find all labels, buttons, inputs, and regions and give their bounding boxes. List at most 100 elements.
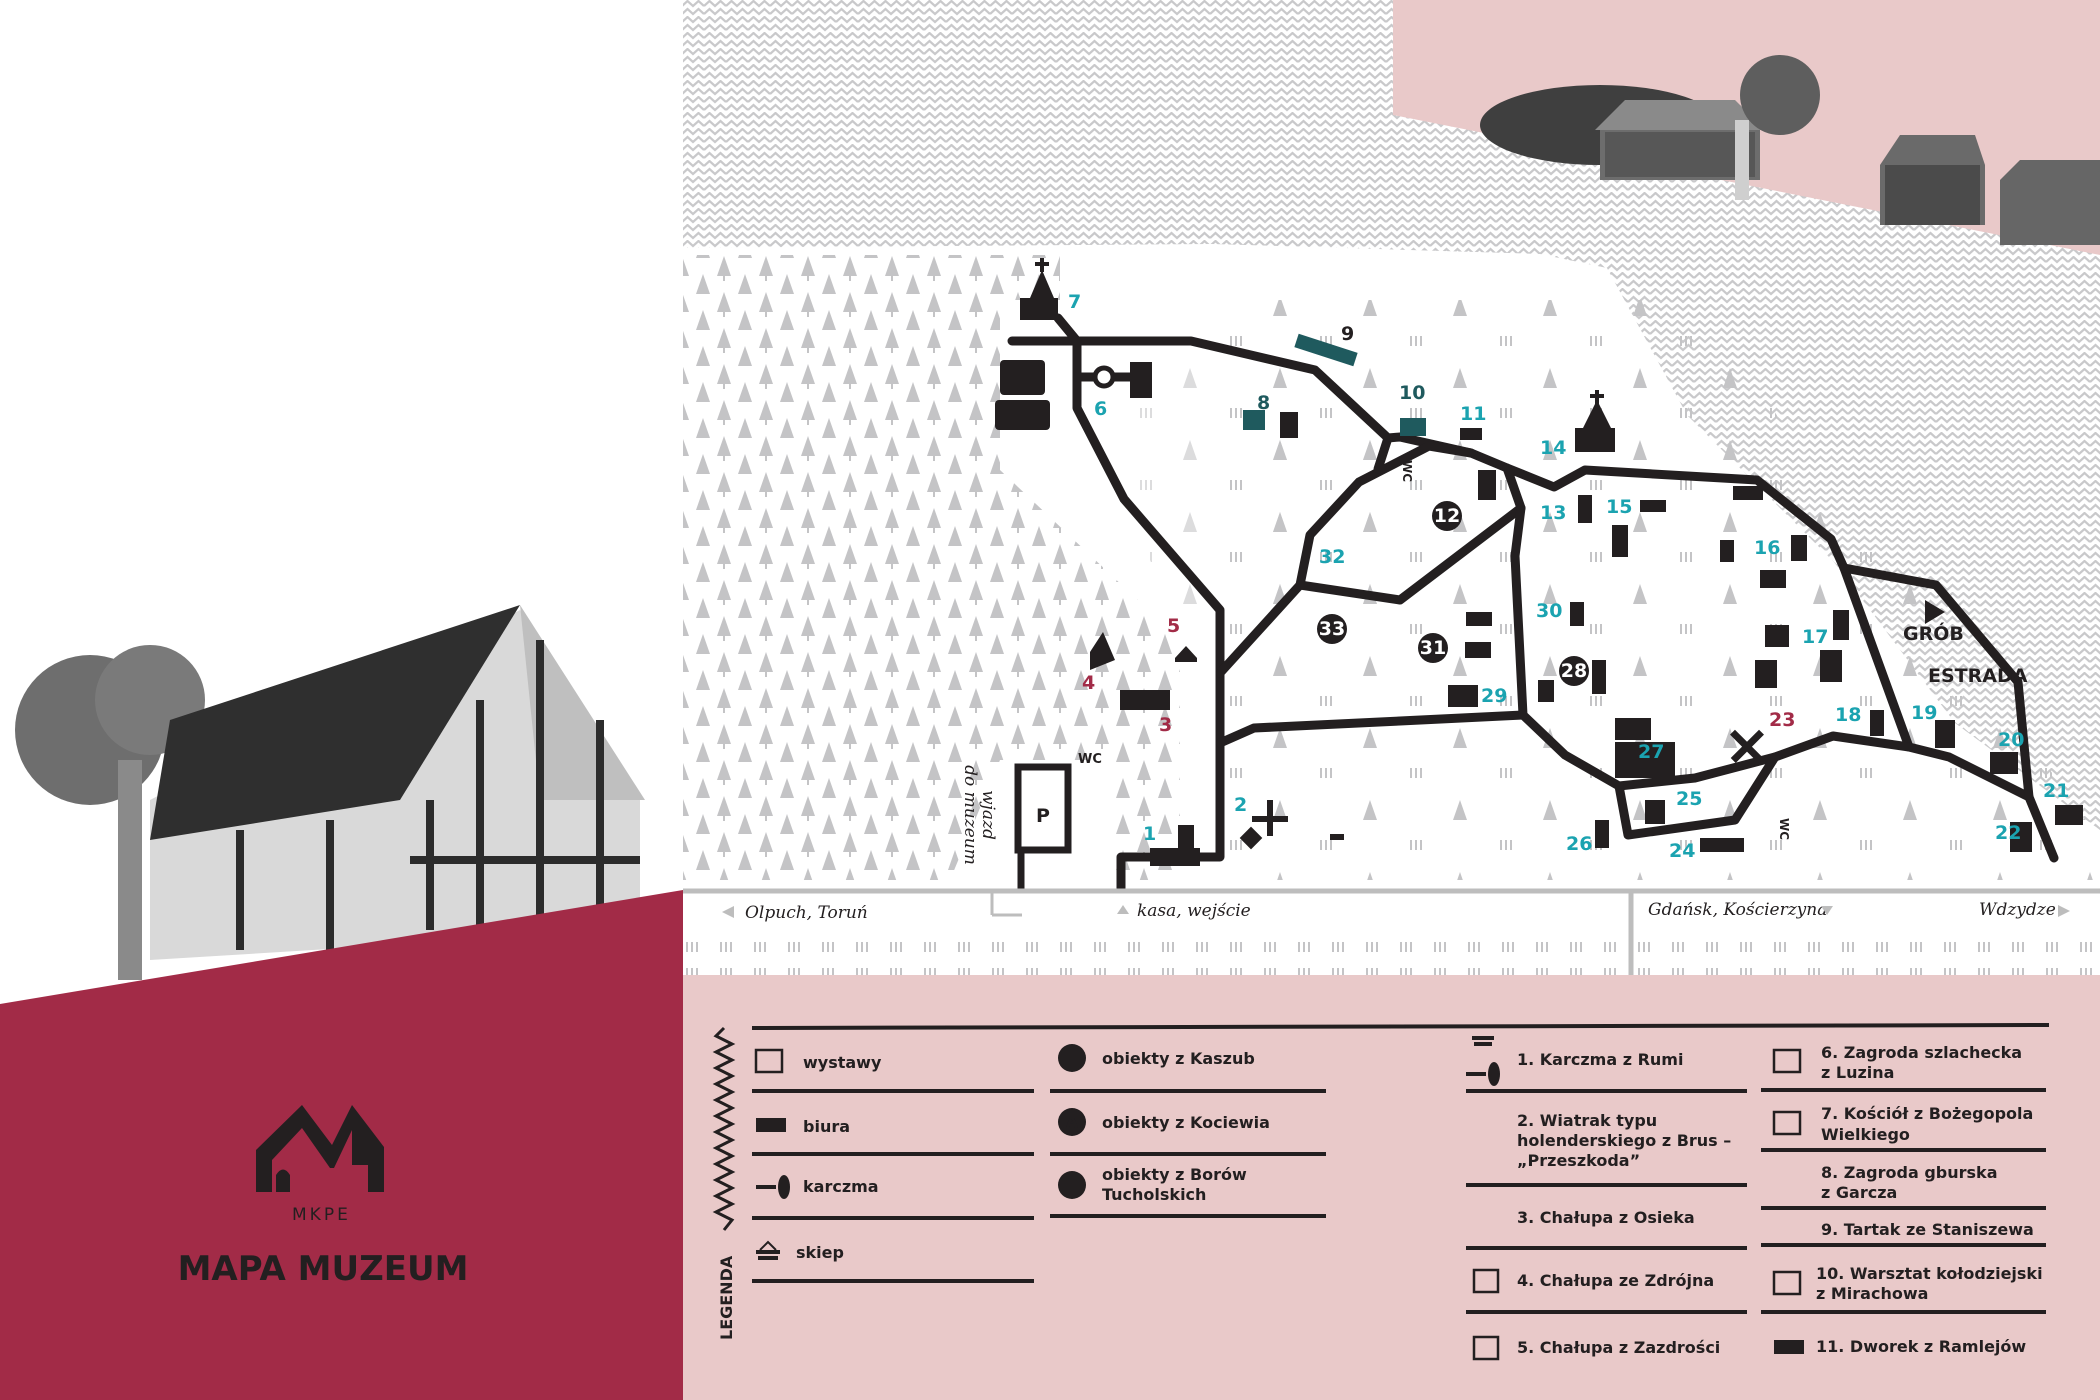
house-icon [1538, 680, 1554, 702]
arrow-left-icon [722, 906, 734, 918]
svg-text:holenderskiego z Brus –: holenderskiego z Brus – [1517, 1131, 1731, 1150]
svg-text:karczma: karczma [803, 1177, 879, 1196]
map-labels: 1 2 3 4 5 6 7 8 9 10 11 13 14 15 16 17 1… [1068, 291, 2069, 862]
legend-item: karczma [756, 1175, 879, 1199]
object-5[interactable]: 5. Chałupa z Zazdrości [1517, 1338, 1720, 1357]
house-icon [1400, 418, 1426, 436]
map-label-22[interactable]: 22 [1995, 822, 2021, 844]
house-icon [1466, 612, 1492, 626]
map-label-18[interactable]: 18 [1835, 704, 1861, 726]
object-1[interactable]: 1. Karczma z Rumi [1517, 1050, 1683, 1069]
arrow-up-icon [1117, 905, 1129, 914]
map-label-12[interactable]: 12 [1434, 505, 1460, 527]
map-label-24[interactable]: 24 [1669, 840, 1695, 862]
house-icon [1460, 428, 1482, 440]
house-icon [1640, 500, 1666, 512]
svg-text:obiekty z Kaszub: obiekty z Kaszub [1102, 1049, 1255, 1068]
legend-item: skiep [756, 1240, 844, 1262]
object-6[interactable]: 6. Zagroda szlachecka [1821, 1043, 2022, 1062]
map-label-27[interactable]: 27 [1638, 741, 1664, 763]
house-icon [1791, 535, 1807, 561]
wc-label: WC [1777, 818, 1791, 840]
house-icon [1615, 718, 1651, 740]
map-label-29[interactable]: 29 [1481, 685, 1507, 707]
arrow-right-icon [2058, 905, 2070, 917]
map-label-21[interactable]: 21 [2043, 780, 2069, 802]
map-label-14[interactable]: 14 [1540, 437, 1566, 459]
map-label-1[interactable]: 1 [1143, 823, 1156, 845]
map-label-11[interactable]: 11 [1460, 403, 1486, 425]
windmill-icon [1239, 800, 1288, 850]
manor-icon [1000, 360, 1045, 395]
map-label-4[interactable]: 4 [1082, 672, 1095, 694]
map-label-26[interactable]: 26 [1566, 833, 1592, 855]
house-icon [1755, 660, 1777, 688]
grave-label: GRÓB [1903, 621, 1964, 645]
road-strip: Olpuch, Toruń kasa, wejście Gdańsk, Kośc… [683, 888, 2100, 975]
svg-text:Wielkiego: Wielkiego [1821, 1125, 1910, 1144]
map-label-2[interactable]: 2 [1234, 794, 1247, 816]
map-label-17[interactable]: 17 [1802, 626, 1828, 648]
logo-text: MKPE [292, 1205, 351, 1225]
map-label-19[interactable]: 19 [1911, 702, 1937, 724]
object-8[interactable]: 8. Zagroda gburska [1821, 1163, 1997, 1182]
svg-text:skiep: skiep [796, 1243, 844, 1262]
mkpe-logo: MKPE [256, 1105, 384, 1225]
map-label-32[interactable]: 32 [1319, 546, 1345, 568]
map-label-20[interactable]: 20 [1998, 729, 2024, 751]
house-icon [1760, 570, 1786, 588]
object-4[interactable]: 4. Chałupa ze Zdrójna [1517, 1271, 1714, 1290]
map-label-5[interactable]: 5 [1167, 615, 1180, 637]
map-label-13[interactable]: 13 [1540, 502, 1566, 524]
legend-regions: obiekty z Kaszub A obiekty z Kociewia ob… [1050, 1044, 1326, 1218]
object-2[interactable]: 2. Wiatrak typu [1517, 1111, 1657, 1130]
page-title: MAPA MUZEUM [178, 1249, 469, 1289]
map-label-25[interactable]: 25 [1676, 788, 1702, 810]
tavern-building-icon [1150, 848, 1200, 866]
well-icon [1092, 365, 1116, 389]
parking-area: P [1014, 763, 1072, 890]
map-label-8[interactable]: 8 [1257, 392, 1270, 414]
house-icon [1765, 625, 1789, 647]
house-icon [1280, 412, 1298, 438]
office-icon [756, 1118, 786, 1132]
svg-text:z Luzina: z Luzina [1821, 1063, 1894, 1082]
map-label-23[interactable]: 23 [1769, 709, 1795, 731]
house-icon [1615, 742, 1675, 778]
object-3[interactable]: 3. Chałupa z Osieka [1517, 1208, 1695, 1227]
legend-item: wystawy [754, 1048, 882, 1074]
house-icon [1570, 602, 1584, 626]
map-label-28[interactable]: 28 [1561, 660, 1587, 682]
map-label-33[interactable]: 33 [1319, 618, 1345, 640]
paths [1007, 313, 2059, 893]
house-icon [1645, 800, 1665, 824]
svg-text:wystawy: wystawy [803, 1053, 882, 1072]
exhibition-icon [754, 1048, 784, 1074]
direction-entrance: kasa, wejście [1137, 901, 1251, 921]
map-label-3[interactable]: 3 [1159, 714, 1172, 736]
map-label-30[interactable]: 30 [1536, 600, 1562, 622]
exhibition-icon [1772, 1048, 1802, 1074]
object-7[interactable]: 7. Kościół z Bożegopola [1821, 1104, 2033, 1123]
parking-icon: P [1036, 805, 1050, 827]
object-11[interactable]: 11. Dworek z Ramlejów [1816, 1337, 2026, 1356]
wc-label: WC [1400, 460, 1414, 482]
map-label-7[interactable]: 7 [1068, 291, 1081, 313]
map-label-6[interactable]: 6 [1094, 398, 1107, 420]
svg-text:„Przeszkoda”: „Przeszkoda” [1517, 1151, 1640, 1170]
map-label-15[interactable]: 15 [1606, 496, 1632, 518]
object-10[interactable]: 10. Warsztat kołodziejski [1816, 1264, 2043, 1283]
circled-labels: 12 28 31 33 [1317, 501, 1589, 686]
house-icon [2055, 805, 2083, 825]
house-icon [1330, 834, 1344, 840]
tavern-icon [756, 1175, 790, 1199]
exhibition-icon [1772, 1270, 1802, 1296]
map-label-16[interactable]: 16 [1754, 537, 1780, 559]
house-icon [1578, 495, 1592, 523]
object-9[interactable]: 9. Tartak ze Staniszewa [1821, 1220, 2034, 1239]
basket-icon [756, 1240, 780, 1260]
direction-olpuch-torun: Olpuch, Toruń [745, 903, 868, 923]
map-label-31[interactable]: 31 [1420, 637, 1446, 659]
map-label-9[interactable]: 9 [1341, 323, 1354, 345]
map-label-10[interactable]: 10 [1399, 382, 1425, 404]
